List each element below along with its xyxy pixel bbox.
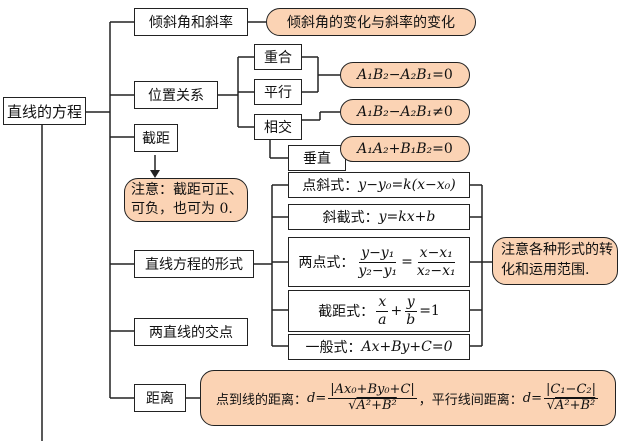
point-slope-name: 点斜式： <box>302 178 359 194</box>
condition-1-lhs: A₁B₂−A₂B₁ <box>357 67 433 83</box>
intercept-form-rhs: =1 <box>419 303 440 319</box>
intercept-note-line2: 可负，也可为 0. <box>131 201 233 217</box>
general-name: 一般式： <box>305 340 362 356</box>
condition-3-rhs: 0 <box>443 141 453 157</box>
two-point-name: 两点式： <box>298 255 355 271</box>
intercept-note: 注意：截距可正、 可负，也可为 0. <box>124 178 248 222</box>
condition-3-lhs: A₁A₂+B₁B₂ <box>357 141 433 157</box>
condition-1-rel: = <box>432 67 444 83</box>
arrow-down-icon <box>150 170 160 178</box>
case-parallel-label: 平行 <box>264 85 292 101</box>
forms-note-line2: 化和运用范围. <box>501 262 590 278</box>
forms-label: 直线方程的形式 <box>145 257 243 273</box>
two-point-right-fraction: x−x₁ x₂−x₁ <box>415 245 458 278</box>
forms-note: 注意各种形式的转 化和运用范围. <box>492 237 618 285</box>
intercept-label: 截距 <box>142 131 170 147</box>
intercept-node: 截距 <box>134 124 178 152</box>
intercept-x-fraction: x a <box>376 294 389 328</box>
parallel-den: √A²+B² <box>546 397 596 413</box>
form-intercept: 截距式： x a + y b =1 <box>288 290 470 332</box>
incline-note: 倾斜角的变化与斜率的变化 <box>266 8 476 36</box>
incline-node: 倾斜角和斜率 <box>134 8 248 36</box>
point-line-den-value: A²+B² <box>356 397 397 413</box>
case-perpendicular-label: 垂直 <box>303 151 331 167</box>
condition-2-rhs: 0 <box>443 104 453 120</box>
distance-node: 距离 <box>134 384 186 412</box>
two-point-left-den: y₂−y₁ <box>358 262 398 279</box>
intersection-node: 两直线的交点 <box>134 318 248 346</box>
condition-1-rhs: 0 <box>443 67 453 83</box>
forms-note-line1: 注意各种形式的转 <box>501 242 613 259</box>
condition-perpendicular: A₁A₂+B₁B₂=0 <box>340 136 470 162</box>
two-point-right-num: x−x₁ <box>417 245 455 263</box>
parallel-name: ，平行线间距离： <box>418 392 523 408</box>
forms-node: 直线方程的形式 <box>134 250 254 278</box>
parallel-fraction: |C₁−C₂| √A²+B² <box>544 381 598 414</box>
position-label: 位置关系 <box>148 88 204 104</box>
case-coincide: 重合 <box>254 44 302 70</box>
two-point-right-den: x₂−x₁ <box>416 262 456 279</box>
case-intersect-label: 相交 <box>264 120 292 136</box>
slope-intercept-name: 斜截式： <box>322 210 379 226</box>
two-point-left-num: y−y₁ <box>359 245 397 263</box>
case-intersect: 相交 <box>254 114 302 140</box>
intercept-x-den: a <box>378 311 387 328</box>
intersection-label: 两直线的交点 <box>149 325 233 341</box>
point-line-d: d= <box>307 390 327 406</box>
form-point-slope: 点斜式：y−y₀=k(x−x₀) <box>288 172 470 198</box>
position-node: 位置关系 <box>134 81 218 109</box>
point-line-name: 点到线的距离： <box>216 392 308 408</box>
slope-intercept-formula: y=kx+b <box>378 209 436 225</box>
condition-2-rel: ≠ <box>432 104 444 120</box>
intercept-y-fraction: y b <box>404 294 417 328</box>
form-slope-intercept: 斜截式：y=kx+b <box>288 204 470 230</box>
point-line-den: √A²+B² <box>348 397 397 413</box>
condition-2-lhs: A₁B₂−A₂B₁ <box>357 104 433 120</box>
root-node: 直线的方程 <box>3 97 86 125</box>
parallel-den-value: A²+B² <box>555 397 596 413</box>
general-formula: Ax+By+C=0 <box>361 339 453 355</box>
intercept-y-num: y <box>404 294 417 312</box>
distance-formula: 点到线的距离：d= |Ax₀+By₀+C| √A²+B² ，平行线间距离：d= … <box>200 370 616 426</box>
two-point-left-fraction: y−y₁ y₂−y₁ <box>356 245 399 278</box>
condition-coincide-parallel: A₁B₂−A₂B₁=0 <box>340 62 470 88</box>
form-general: 一般式：Ax+By+C=0 <box>288 334 470 360</box>
case-coincide-label: 重合 <box>264 50 292 66</box>
intercept-form-name: 截距式： <box>318 304 375 320</box>
case-perpendicular: 垂直 <box>288 145 346 171</box>
distance-label: 距离 <box>146 391 174 407</box>
incline-note-text: 倾斜角的变化与斜率的变化 <box>287 15 455 31</box>
parallel-d: d= <box>522 390 543 406</box>
point-line-fraction: |Ax₀+By₀+C| √A²+B² <box>328 381 417 414</box>
parallel-num: |C₁−C₂| <box>544 381 598 399</box>
intercept-y-den: b <box>406 311 416 328</box>
intercept-x-num: x <box>376 294 389 312</box>
root-label: 直线的方程 <box>6 102 82 121</box>
intercept-note-line1: 注意：截距可正、 <box>131 182 243 199</box>
case-parallel: 平行 <box>254 79 302 105</box>
incline-label: 倾斜角和斜率 <box>149 15 233 31</box>
condition-intersect: A₁B₂−A₂B₁≠0 <box>340 99 470 125</box>
form-two-point: 两点式： y−y₁ y₂−y₁ = x−x₁ x₂−x₁ <box>288 237 470 287</box>
condition-3-rel: = <box>432 141 444 157</box>
point-slope-formula: y−y₀=k(x−x₀) <box>358 177 456 193</box>
point-line-num: |Ax₀+By₀+C| <box>328 381 417 399</box>
